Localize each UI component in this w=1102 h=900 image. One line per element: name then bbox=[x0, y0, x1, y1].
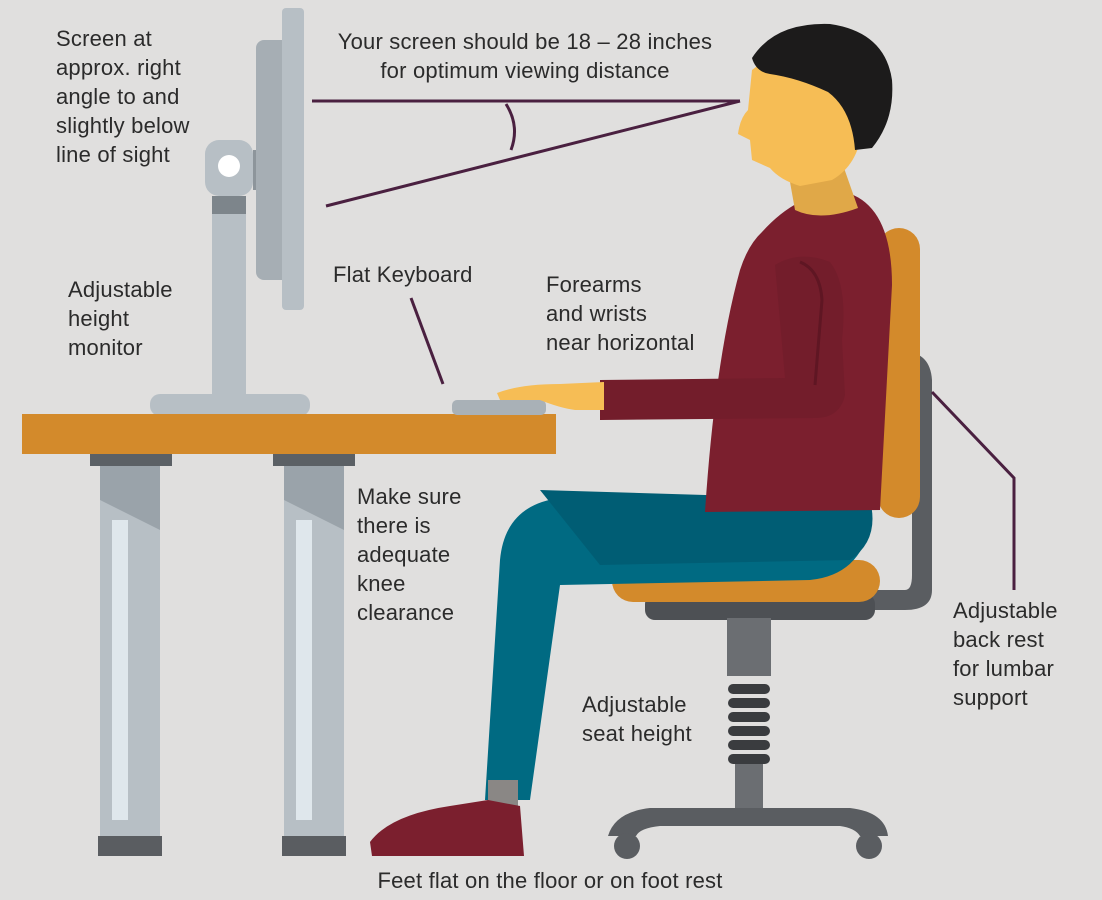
keyboard bbox=[452, 400, 546, 415]
forearms-label: Forearms and wrists near horizontal bbox=[546, 270, 695, 357]
desk-leg-right bbox=[273, 452, 355, 856]
seat-height-label: Adjustable seat height bbox=[582, 690, 692, 748]
keyboard-label: Flat Keyboard bbox=[333, 260, 473, 289]
back-rest-label: Adjustable back rest for lumbar support bbox=[953, 596, 1058, 712]
screen-angle-label: Screen at approx. right angle to and sli… bbox=[56, 24, 190, 169]
feet-label: Feet flat on the floor or on foot rest bbox=[300, 866, 800, 895]
viewing-distance-label: Your screen should be 18 – 28 inches for… bbox=[318, 27, 732, 85]
monitor-height-label: Adjustable height monitor bbox=[68, 275, 173, 362]
desk-top bbox=[22, 414, 556, 454]
knee-clearance-label: Make sure there is adequate knee clearan… bbox=[357, 482, 462, 627]
desk-leg-left bbox=[90, 452, 172, 856]
